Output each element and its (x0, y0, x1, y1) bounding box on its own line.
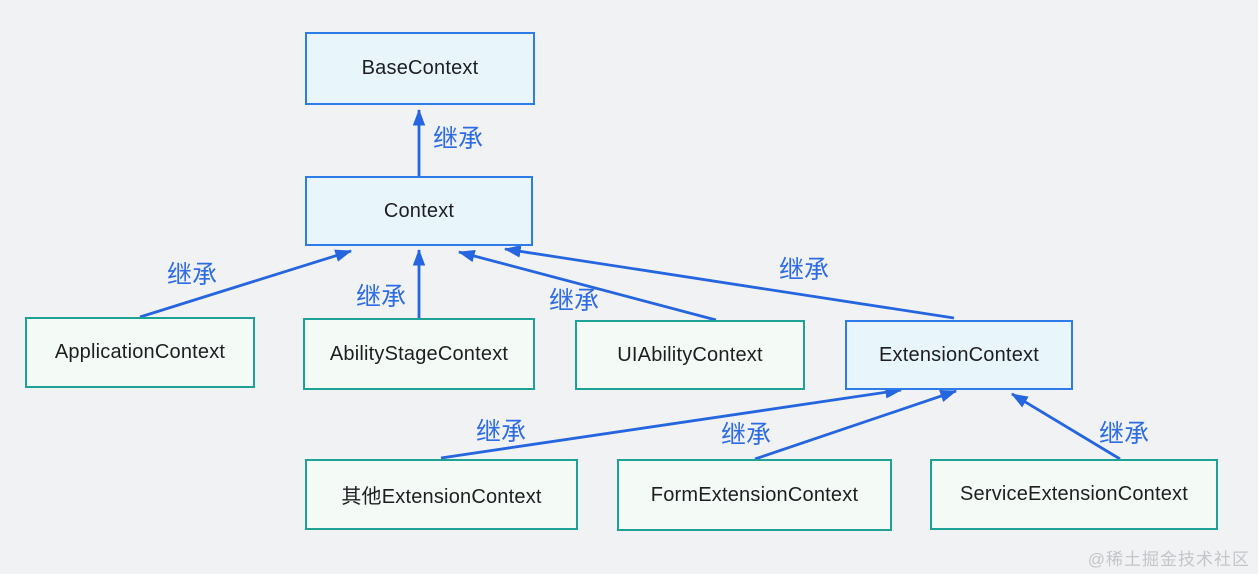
node-ability-stage-context: AbilityStageContext (303, 318, 535, 390)
node-base-context: BaseContext (305, 32, 535, 105)
node-label: ApplicationContext (54, 341, 226, 363)
edge-label-inherit: 继承 (433, 125, 484, 153)
edge-label-inherit: 继承 (476, 418, 527, 446)
edge-label-inherit: 继承 (1099, 420, 1150, 448)
node-uiability-context: UIAbilityContext (575, 320, 805, 390)
node-label: 其他ExtensionContext (341, 486, 542, 508)
inheritance-arrow (754, 389, 958, 461)
node-context: Context (305, 176, 533, 246)
node-label: ServiceExtensionContext (959, 483, 1189, 505)
edge-label-inherit: 继承 (779, 256, 830, 284)
node-other-extension-context: 其他ExtensionContext (305, 459, 578, 530)
edge-label-inherit: 继承 (721, 421, 772, 449)
node-application-context: ApplicationContext (25, 317, 255, 388)
node-label: BaseContext (361, 57, 479, 79)
node-extension-context: ExtensionContext (845, 320, 1073, 390)
node-label: FormExtensionContext (650, 483, 859, 506)
node-label: ExtensionContext (879, 343, 1039, 366)
edge-label-inherit: 继承 (356, 283, 407, 311)
node-label: Context (383, 199, 455, 222)
node-label: UIAbilityContext (617, 343, 763, 366)
node-service-extension-context: ServiceExtensionContext (930, 459, 1218, 530)
edge-label-inherit: 继承 (167, 261, 218, 289)
node-label: AbilityStageContext (329, 342, 509, 365)
node-form-extension-context: FormExtensionContext (617, 459, 892, 531)
edge-label-inherit: 继承 (549, 287, 600, 315)
watermark: @稀土掘金技术社区 (1087, 550, 1250, 569)
